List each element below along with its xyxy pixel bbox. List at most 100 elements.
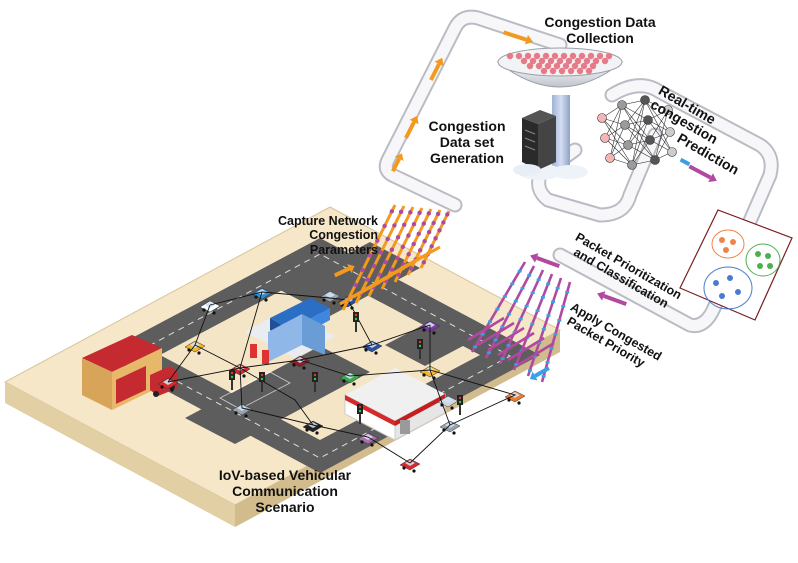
nn-node [663,105,673,115]
packet-dot [365,277,370,282]
packet-dot [377,272,382,277]
packet-dot [392,223,397,228]
dish-dot [560,52,568,60]
nn-edge [627,99,646,146]
dish-dot [526,62,534,70]
packet-dash [524,304,529,308]
satellite-dish-icon [496,47,624,180]
packet-dot [372,263,377,269]
nn-node [667,147,677,157]
packet-dash [557,319,562,322]
packet-dash [530,322,535,326]
packet-dot [389,209,395,214]
dish-dot [558,67,566,75]
packet-dot [389,247,395,252]
dish-dot [585,67,593,75]
purple-stream [467,316,505,342]
nn-edge [627,119,649,146]
packet-dot [408,210,413,215]
dish-dot [592,57,600,65]
packet-dash [480,333,485,336]
label-line: Generation [430,150,504,167]
car-icon [399,458,421,473]
dish-dot [551,52,559,60]
packet-dot [417,248,423,253]
packet-dash [473,345,478,349]
dish-dot [520,57,528,65]
car-icon [319,290,341,305]
packet-dot [433,236,438,241]
nn-edge [631,119,649,166]
packet-dot [417,210,422,216]
dish-dot [556,57,564,65]
packet-dash [549,347,554,350]
dish-dot [596,52,604,60]
capture-parameters-label: Capture Network Congestion Parameters [268,214,378,257]
dish-dot [535,62,543,70]
dish-dot [544,62,552,70]
dish-dot [553,62,561,70]
packet-dot [422,239,427,244]
packet-dot [378,250,384,255]
packet-dash [527,369,532,372]
dish-dot [578,52,586,60]
purple-stream [477,321,515,347]
apply-priority-streams [467,261,572,383]
purple-stream [470,261,527,353]
traffic-light-icon [357,404,363,424]
dish-dot [506,52,514,60]
packet-dot [385,236,390,242]
packet-dash [486,351,491,354]
packet-dash [546,282,551,286]
dish-dot [569,52,577,60]
packet-dash [561,305,566,308]
neural-network-icon [597,95,677,170]
packet-dash [500,357,505,360]
nn-node [665,127,675,137]
packet-dot [395,256,400,261]
packet-dot [426,229,432,235]
nn-edge [644,99,671,133]
packet-dash [507,312,512,316]
nn-node [623,140,633,150]
orange-stream [399,245,441,271]
packet-dash [527,274,532,277]
packet-dot [402,222,407,227]
v2v-links [167,291,517,464]
pipe-arrows [391,30,717,306]
iov-scenario-label: IoV-based Vehicular Communication Scenar… [205,467,365,515]
dish-dot [547,57,555,65]
label-line: Congestion [309,228,378,243]
orange-stream [341,204,397,311]
packet-dot [398,209,404,215]
dish-dot [549,67,557,75]
dish-dot [580,62,588,70]
capture-data-streams [339,204,451,311]
packet-dot [400,244,405,250]
nn-edge [654,131,671,161]
purple-stream [540,281,572,383]
dish-dot [562,62,570,70]
packet-dash [502,295,507,298]
packet-dash [541,327,546,331]
nn-edge [631,99,646,166]
dish-dot [538,57,546,65]
purple-stream [526,277,563,377]
nn-edge [654,109,669,161]
packet-dot [353,282,358,287]
nn-node [620,120,630,130]
packet-dot [382,223,387,229]
nn-node [645,135,655,145]
label-line: Congestion [428,118,506,134]
packet-dash [546,314,551,317]
packet-dash [545,361,550,364]
packet-dot [406,252,411,257]
packet-dash [493,338,498,342]
purple-stream [484,265,536,359]
packet-dash [536,278,541,281]
nn-edge [624,99,646,126]
purple-stream [497,331,535,357]
nn-node [627,160,637,170]
packet-dash [535,309,540,312]
nn-node [643,115,653,125]
